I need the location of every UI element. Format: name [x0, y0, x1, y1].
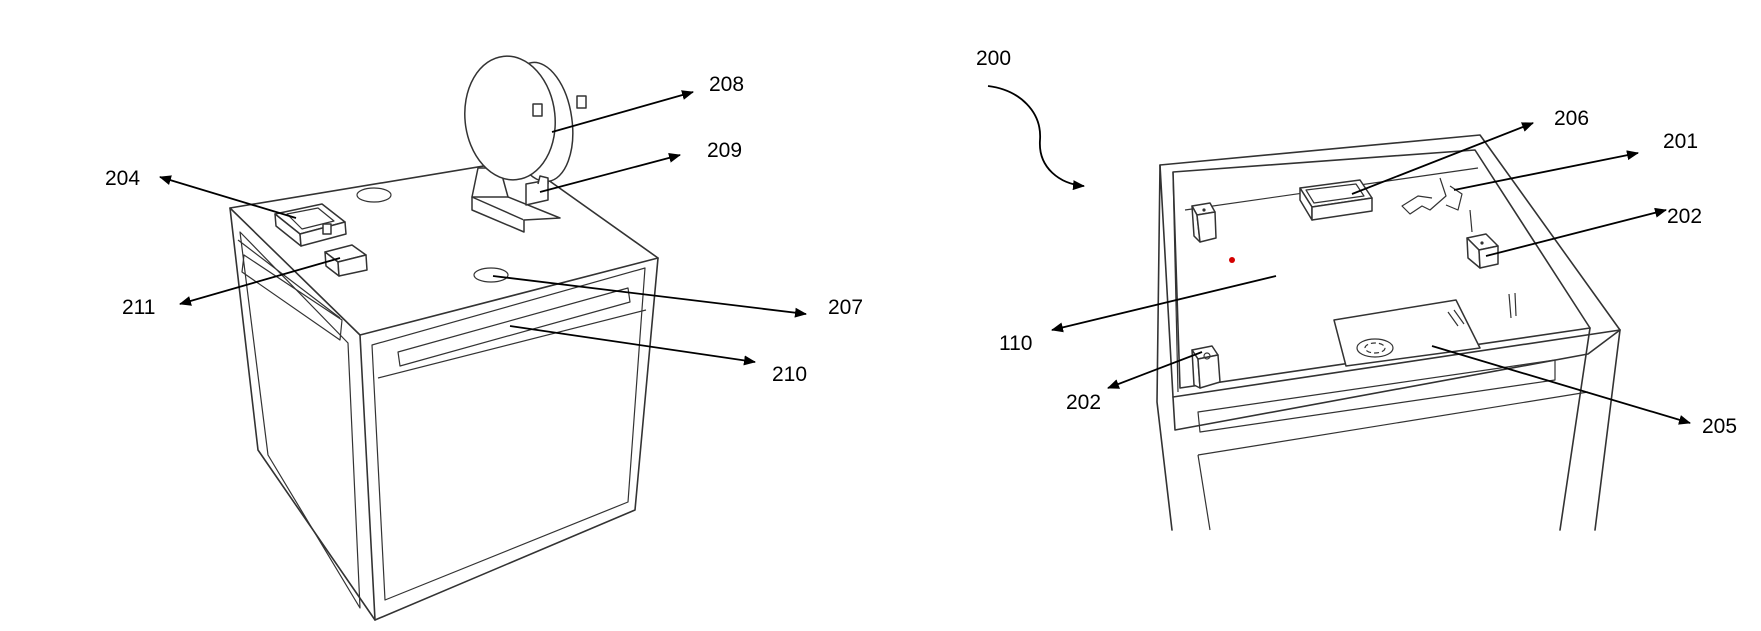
label-210: 210 — [772, 363, 807, 386]
block-202-upper-icon — [1467, 234, 1498, 268]
label-200: 200 — [976, 47, 1011, 70]
label-207: 207 — [828, 296, 863, 319]
block-202-lower-icon — [1192, 346, 1220, 388]
label-201: 201 — [1663, 130, 1698, 153]
part-201-icon — [1402, 178, 1472, 232]
reference-200-curve — [988, 86, 1084, 186]
label-204: 204 — [105, 167, 140, 190]
label-208: 208 — [709, 73, 744, 96]
part-205-icon — [1334, 300, 1480, 366]
module-204-icon — [275, 204, 346, 246]
label-202-upper: 202 — [1667, 205, 1702, 228]
marker-dot — [1229, 257, 1235, 263]
block-202-left-icon — [1192, 203, 1216, 242]
label-205: 205 — [1702, 415, 1737, 438]
closed-enclosure-view — [230, 52, 658, 620]
label-211: 211 — [122, 296, 155, 319]
label-202-lower: 202 — [1066, 391, 1101, 414]
label-209: 209 — [707, 139, 742, 162]
label-110: 110 — [999, 332, 1032, 355]
part-206-icon — [1300, 180, 1372, 220]
open-enclosure-view — [988, 86, 1620, 530]
label-206: 206 — [1554, 107, 1589, 130]
dish-208-icon — [459, 52, 586, 232]
